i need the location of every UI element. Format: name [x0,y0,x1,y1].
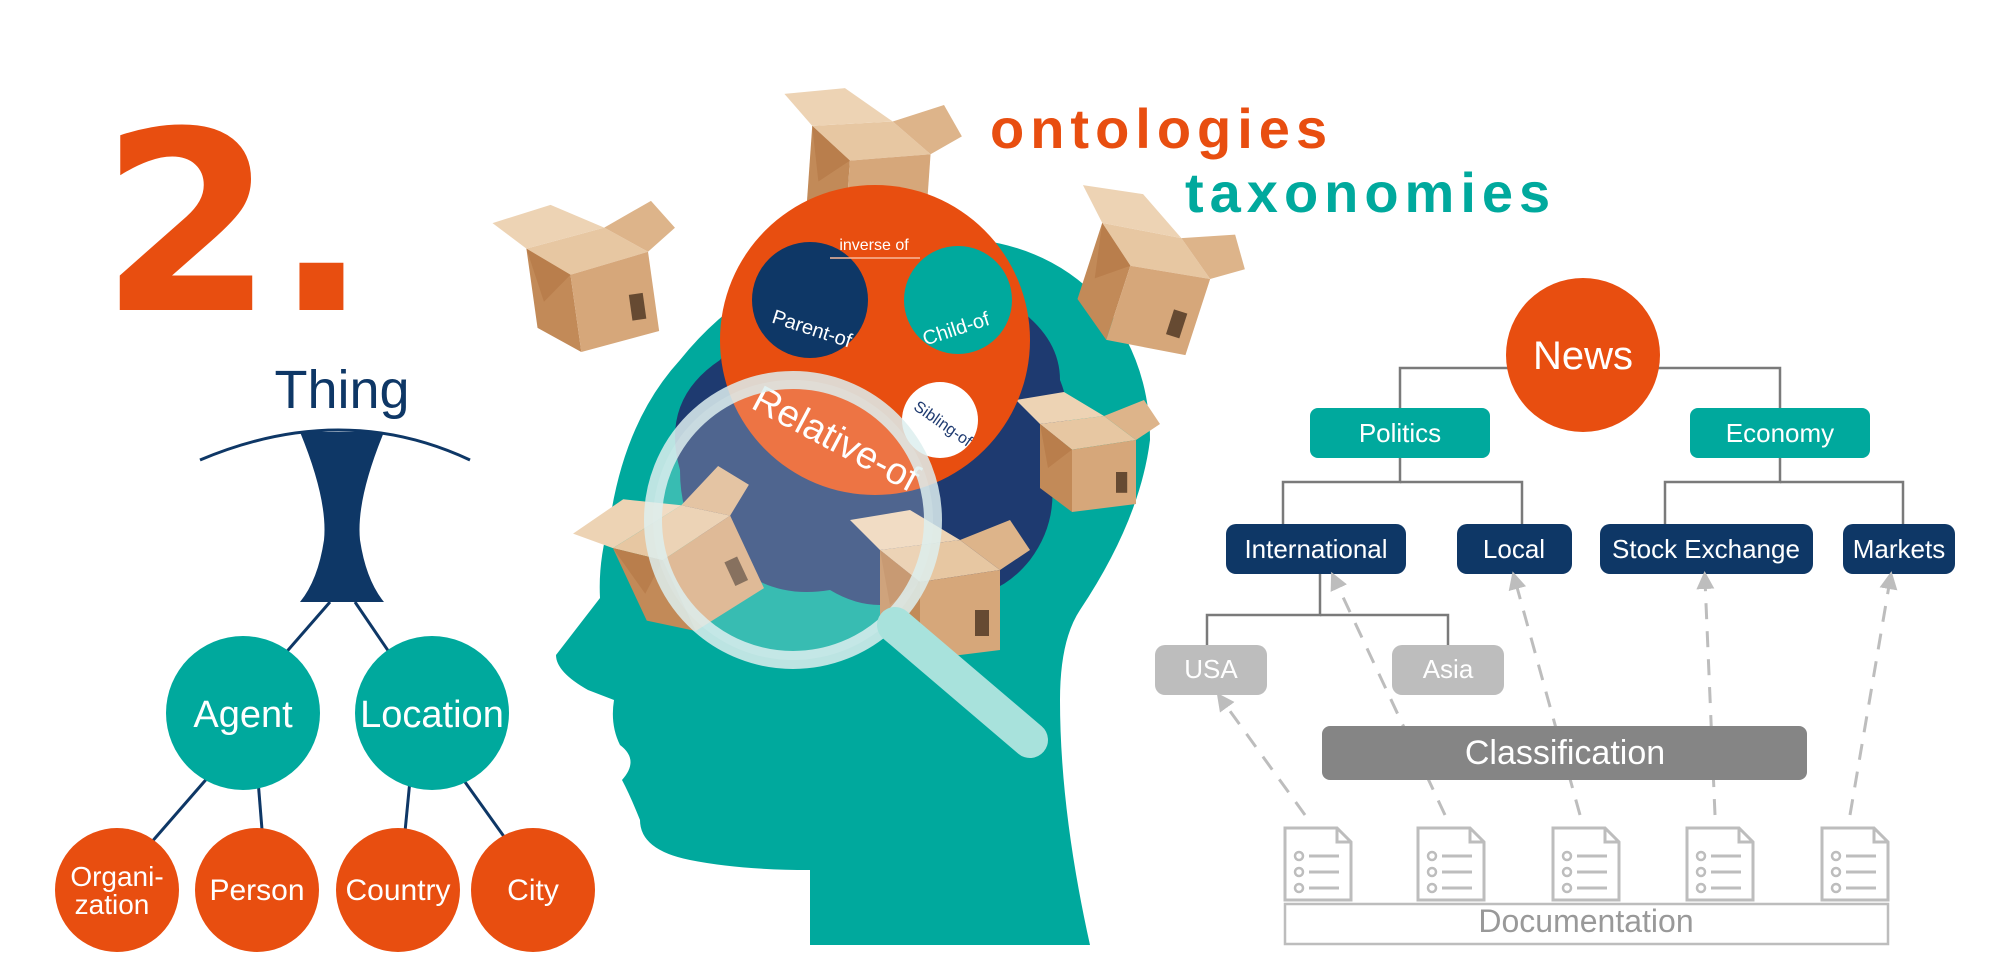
country-node [336,828,460,952]
city-node [471,828,595,952]
stock-exchange-node [1600,524,1813,574]
agent-label: Agent [193,694,293,736]
organization-label-line1: Organi- [70,861,163,892]
news-node [1506,278,1660,432]
parent-of-node [752,242,868,358]
thing-label: Thing [274,360,409,420]
document-icon [1685,826,1755,902]
markets-node [1843,524,1955,574]
inverse-of-caption: inverse of [839,237,909,254]
thing-hourglass [300,432,384,602]
organization-node [55,828,179,952]
thing-arc [199,428,471,462]
document-icons [1283,826,1890,902]
taxonomies-heading: taxonomies [1185,161,1556,224]
news-label: News [1533,334,1633,378]
usa-label: USA [1184,654,1238,684]
taxonomy-tree: News Politics Economy International Loca… [1155,278,1955,946]
economy-node [1690,408,1870,458]
location-node [355,636,509,790]
politics-label: Politics [1359,418,1441,448]
city-label: City [507,874,559,907]
local-label: Local [1483,534,1545,564]
classification-label: Classification [1465,734,1665,772]
ontologies-heading: ontologies [990,97,1333,160]
agent-node [166,636,320,790]
location-label: Location [360,694,504,736]
document-icon [1416,826,1486,902]
documentation-label: Documentation [1478,903,1693,939]
document-icon [1551,826,1621,902]
country-label: Country [345,874,450,907]
ontology-tree: Thing Agent Location Organi- zation Pers… [55,360,595,952]
head-illustration: inverse of Parent-of Child-of Relative-o… [491,83,1258,945]
usa-node [1155,645,1267,695]
markets-label: Markets [1853,534,1945,564]
document-icon [1283,826,1353,902]
asia-node [1392,645,1504,695]
local-node [1457,524,1572,574]
organization-label-line2: zation [75,889,150,920]
section-number: 2. [100,78,369,369]
asia-label: Asia [1423,654,1474,684]
document-icon [1820,826,1890,902]
stock-exchange-label: Stock Exchange [1612,534,1800,564]
person-label: Person [209,874,304,907]
magnifier-glass [644,371,942,669]
international-label: International [1244,534,1387,564]
documentation-bar [1283,902,1890,946]
sibling-of-node [902,382,978,458]
classification-bar [1322,726,1807,780]
magnifier-handle [877,607,1048,758]
international-node [1226,524,1406,574]
politics-node [1310,408,1490,458]
economy-label: Economy [1726,418,1834,448]
child-of-node [904,246,1012,354]
person-node [195,828,319,952]
